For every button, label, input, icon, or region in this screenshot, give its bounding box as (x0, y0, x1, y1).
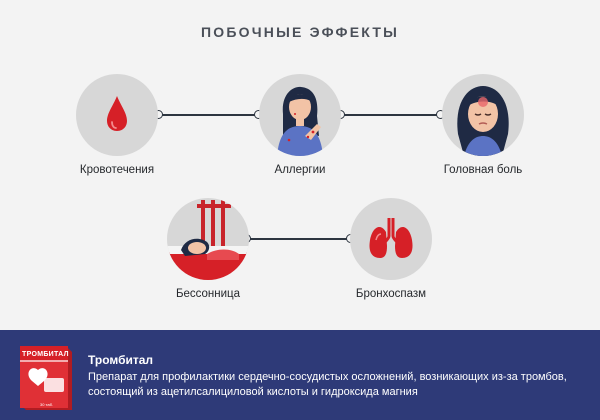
product-name: Тромбитал (88, 353, 154, 367)
effect-circle-bleeding (76, 74, 158, 156)
product-description: Препарат для профилактики сердечно-сосуд… (88, 371, 567, 398)
medicine-box-icon (20, 346, 72, 410)
insomnia-bed-icon (167, 200, 249, 280)
allergy-woman-icon (277, 86, 323, 156)
effect-circle-headache (442, 74, 524, 156)
page-title: ПОБОЧНЫЕ ЭФФЕКТЫ (201, 24, 399, 40)
effect-label-headache: Головная боль (443, 164, 523, 176)
connector-line (248, 238, 350, 240)
connector-line (160, 114, 258, 116)
package-brand: ТРОМБИТАЛ (22, 351, 69, 358)
effect-label-bleeding: Кровотечения (79, 164, 155, 176)
footer-banner: Тромбитал Препарат для профилактики серд… (0, 330, 600, 420)
effect-circle-allergy (259, 74, 341, 156)
effect-label-allergy: Аллергии (274, 164, 326, 176)
package-badge: 30 таб. (40, 402, 53, 407)
blood-drop-icon (107, 96, 127, 131)
effect-label-bronchospasm: Бронхоспазм (355, 288, 427, 300)
lungs-icon (369, 218, 413, 258)
headache-woman-icon (457, 86, 509, 156)
effect-label-insomnia: Бессонница (175, 288, 241, 300)
product-package: ТРОМБИТАЛ 30 таб. (18, 344, 74, 412)
effect-circle-bronchospasm (350, 198, 432, 280)
connector-line (342, 114, 440, 116)
effect-circle-insomnia (167, 198, 249, 280)
